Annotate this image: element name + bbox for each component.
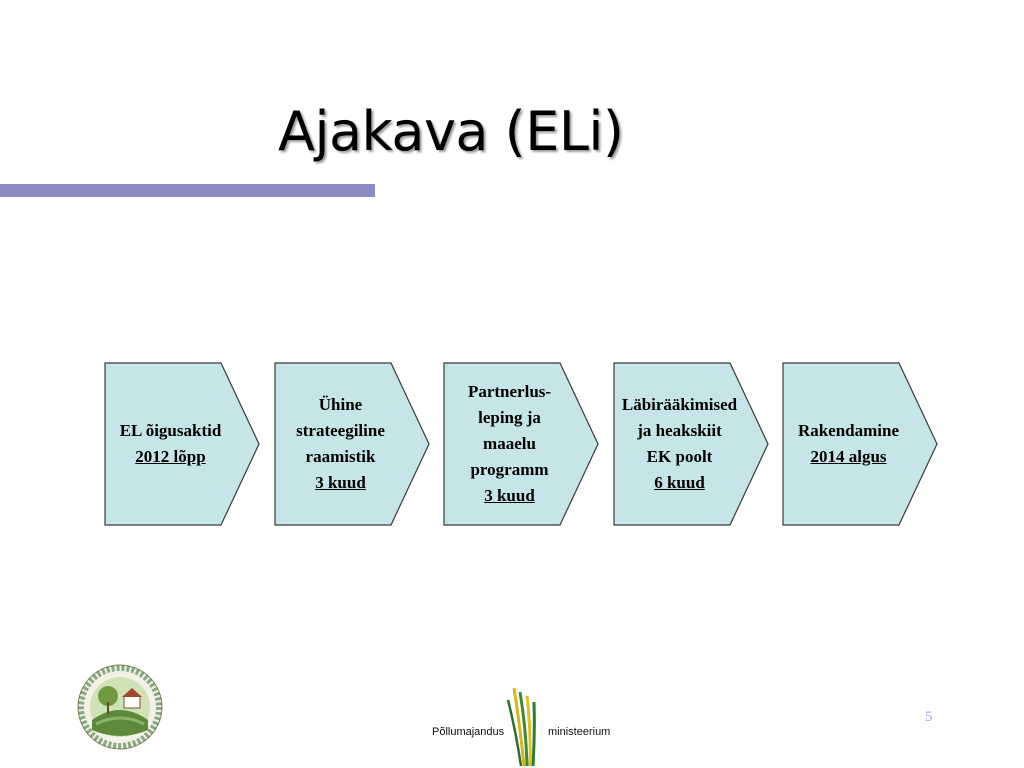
step-5-duration: 2014 algus: [810, 447, 887, 466]
process-step-2: Ühine strateegiline raamistik 3 kuud: [274, 362, 430, 526]
step-3-duration: 3 kuud: [484, 486, 535, 505]
chevron-shape-4: [613, 362, 769, 526]
step-2-line-1: Ühine: [318, 395, 363, 414]
chevron-shape-1: [104, 362, 260, 526]
step-2-duration: 3 kuud: [315, 473, 366, 492]
step-4-line-3: EK poolt: [646, 447, 713, 466]
step-3-line-1: Partnerlus-: [467, 382, 552, 401]
step-2-line-3: raamistik: [305, 447, 376, 466]
step-3-line-3: maaelu: [483, 434, 536, 453]
wheat-stalks-icon: [506, 687, 536, 767]
step-5-text: Rakendamine 2014 algus: [782, 362, 915, 526]
ministry-logo: Põllumajandus ministeerium: [430, 686, 630, 768]
step-4-text: Läbirääkimised ja heakskiit EK poolt 6 k…: [613, 362, 746, 526]
step-3-line-4: programm: [470, 460, 549, 479]
step-4-duration: 6 kuud: [654, 473, 705, 492]
ministry-name-right: ministeerium: [548, 726, 611, 738]
ministry-name-left: Põllumajandus: [432, 726, 505, 738]
step-1-duration: 2012 lõpp: [135, 447, 206, 466]
chevron-shape-3: [443, 362, 599, 526]
step-4-line-1: Läbirääkimised: [621, 395, 738, 414]
title-underline-bar: [0, 184, 375, 197]
step-5-line-1: Rakendamine: [797, 421, 900, 440]
process-step-4: Läbirääkimised ja heakskiit EK poolt 6 k…: [613, 362, 769, 526]
chevron-shape-2: [274, 362, 430, 526]
step-2-text: Ühine strateegiline raamistik 3 kuud: [274, 362, 407, 526]
chevron-shape-5: [782, 362, 938, 526]
euroopa-liit-maaelu-arenguks-seal-icon: [72, 662, 168, 757]
slide-title: Ajakava (ELi): [278, 100, 624, 163]
process-step-5: Rakendamine 2014 algus: [782, 362, 938, 526]
step-2-line-2: strateegiline: [296, 421, 385, 440]
step-1-text: EL õigusaktid 2012 lõpp: [104, 362, 237, 526]
step-3-line-2: leping ja: [478, 408, 541, 427]
process-step-3: Partnerlus- leping ja maaelu programm 3 …: [443, 362, 599, 526]
step-3-text: Partnerlus- leping ja maaelu programm 3 …: [443, 362, 576, 526]
slide-page-number: 5: [925, 709, 933, 725]
step-4-line-2: ja heakskiit: [637, 421, 722, 440]
process-step-1: EL õigusaktid 2012 lõpp: [104, 362, 260, 526]
step-1-line-1: EL õigusaktid: [119, 421, 222, 440]
